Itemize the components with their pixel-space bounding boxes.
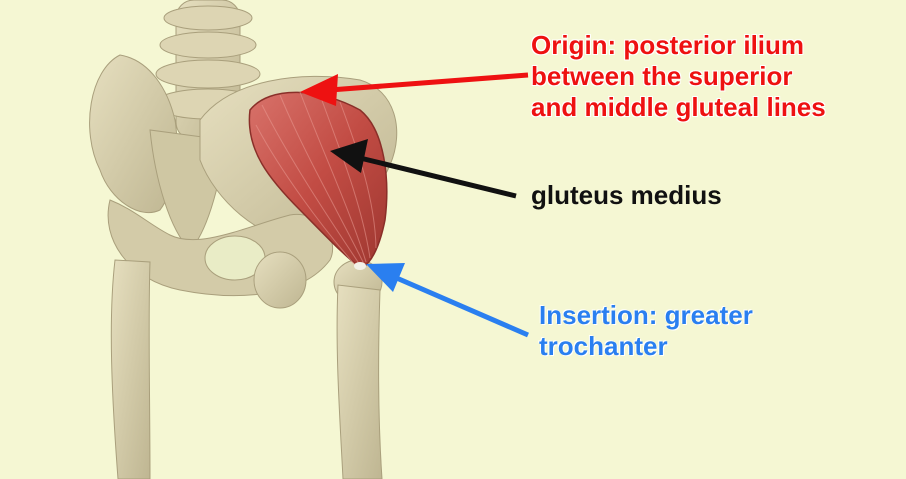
origin-arrow — [300, 72, 529, 106]
origin-label-line-3: and middle gluteal lines — [531, 92, 826, 122]
left-ilium — [89, 54, 178, 214]
origin-label-line-2: between the superior — [531, 61, 793, 91]
left-femur — [110, 259, 151, 479]
insertion-label-line-1: Insertion: greater — [539, 300, 753, 330]
right-femoral-head — [253, 251, 307, 309]
origin-label: Origin: posterior ilium between the supe… — [531, 30, 826, 123]
right-femur — [336, 284, 383, 479]
muscle-label: gluteus medius — [531, 180, 722, 211]
gluteus-medius-muscle — [248, 91, 388, 270]
insertion-label-line-2: trochanter — [539, 331, 668, 361]
muscle-label-text: gluteus medius — [531, 180, 722, 210]
origin-label-line-1: Origin: posterior ilium — [531, 30, 805, 60]
insertion-label: Insertion: greater trochanter — [539, 300, 753, 362]
muscle-arrow — [330, 139, 517, 199]
insertion-arrow — [366, 263, 529, 338]
